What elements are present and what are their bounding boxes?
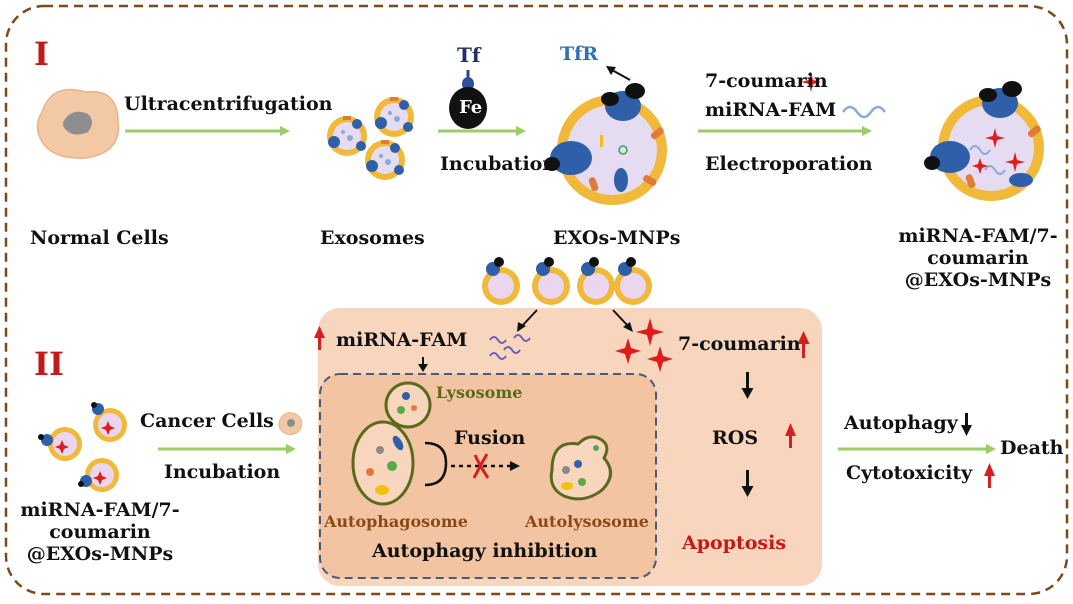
exosomes-label: Exosomes (320, 227, 425, 249)
blocked-x-icon (472, 453, 490, 479)
exos-mnps-icon (544, 83, 667, 205)
electroporation-label: Electroporation (705, 153, 873, 175)
fusion-label: Fusion (454, 427, 526, 449)
mirna-fam-label-two: miRNA-FAM (336, 329, 468, 351)
incubation-label-two: Incubation (164, 461, 281, 483)
product-line-one: miRNA-FAM/7- (898, 225, 1058, 247)
fusion-bracket (424, 441, 448, 487)
apoptosis-label: Apoptosis (682, 532, 787, 554)
autophagosome-icon (351, 420, 415, 506)
tfr-label: TfR (560, 43, 599, 65)
autolysosome-label: Autolysosome (525, 512, 649, 531)
autophagy-inhibition-label: Autophagy inhibition (372, 540, 598, 562)
section-two-numeral: II (34, 345, 64, 383)
lysosome-label: Lysosome (436, 383, 523, 402)
coumarin-star-icon (801, 72, 821, 92)
product-two-line-one: miRNA-FAM/7- (20, 499, 180, 521)
released-coumarin-icon (615, 318, 673, 372)
tf-label: Tf (457, 43, 481, 67)
product-line-three: @EXOs-MNPs (904, 268, 1052, 291)
coumarin-label: 7-coumarin (705, 70, 828, 92)
up-arrow-icons (314, 326, 995, 488)
exos-mnps-label: EXOs-MNPs (553, 227, 681, 249)
membrane-exosomes (482, 257, 652, 305)
ultracentrifugation-label: Ultracentrifugation (124, 93, 333, 115)
ros-label: ROS (712, 427, 759, 449)
transferrin-iron-icon (449, 70, 487, 129)
mirna-fam-label: miRNA-FAM (705, 99, 837, 121)
product-two-line-three: @EXOs-MNPs (26, 542, 174, 565)
outer-frame (4, 4, 1069, 596)
product-label-two: miRNA-FAM/7- coumarin @EXOs-MNPs (10, 499, 190, 566)
product-exosome-icon (924, 81, 1044, 201)
product-label-one: miRNA-FAM/7- coumarin @EXOs-MNPs (888, 225, 1068, 292)
autolysosome-icon (549, 435, 612, 501)
cancer-cells-label: Cancer Cells (140, 410, 274, 432)
down-arrow-icons (418, 357, 972, 497)
coumarin-label-two: 7-coumarin (678, 333, 801, 355)
cancer-cell-icon (278, 412, 303, 436)
product-cluster-icon (38, 402, 127, 492)
section-one-numeral: I (34, 35, 49, 73)
normal-cell-icon (36, 88, 120, 159)
product-two-line-two: coumarin (49, 520, 151, 543)
autophagosome-label: Autophagosome (324, 512, 468, 531)
fe-label: Fe (459, 97, 483, 118)
incubation-label: Incubation (440, 153, 557, 175)
released-mirna-icon (489, 334, 531, 360)
autophagy-label: Autophagy (844, 412, 958, 434)
normal-cells-label: Normal Cells (30, 227, 169, 249)
exosome-cluster-icon (327, 97, 414, 180)
death-label: Death (1000, 437, 1064, 459)
lysosome-icon (384, 381, 432, 429)
mirna-wave-icon (841, 105, 887, 119)
cytotoxicity-label: Cytotoxicity (846, 462, 973, 484)
product-line-two: coumarin (927, 246, 1029, 269)
